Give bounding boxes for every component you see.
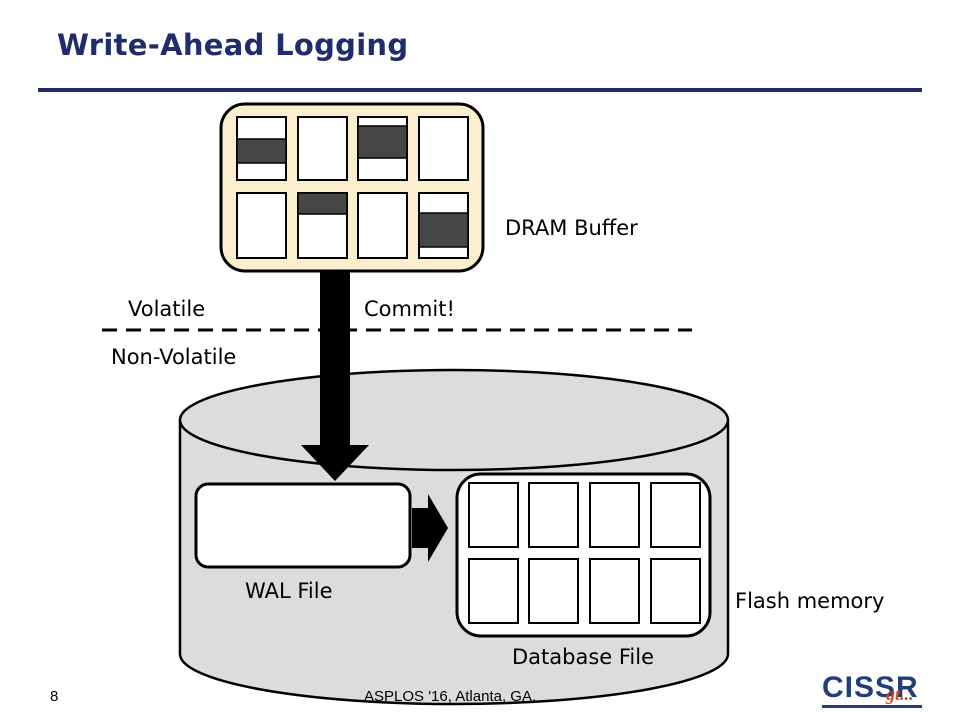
logo-mark: gt...	[886, 684, 914, 704]
wal-file	[194, 482, 412, 569]
wal-file-label: WAL File	[245, 579, 333, 603]
dram-page	[297, 192, 348, 259]
dirty-block	[297, 192, 348, 215]
dram-page	[418, 192, 469, 259]
db-page	[528, 482, 579, 548]
footer-text: ASPLOS '16, Atlanta, GA.	[364, 688, 537, 705]
db-page	[589, 558, 640, 624]
db-page	[650, 482, 701, 548]
database-file-label: Database File	[512, 645, 655, 669]
dram-buffer-label: DRAM Buffer	[505, 216, 638, 240]
commit-arrow	[301, 271, 369, 481]
commit-label: Commit!	[364, 297, 455, 321]
slide-title: Write-Ahead Logging	[57, 28, 409, 62]
dram-page	[297, 116, 348, 181]
volatile-label: Volatile	[128, 297, 206, 321]
db-page	[528, 558, 579, 624]
db-page	[589, 482, 640, 548]
dirty-block	[357, 125, 408, 159]
cissr-logo: CISSR gt...	[822, 672, 922, 714]
db-page	[650, 558, 701, 624]
logo-tagline-bar	[822, 705, 922, 708]
flash-memory-label: Flash memory	[735, 589, 885, 613]
dram-page	[357, 192, 408, 259]
dram-page	[418, 116, 469, 181]
non-volatile-label: Non-Volatile	[111, 345, 237, 369]
database-file	[455, 472, 712, 638]
title-divider	[38, 88, 922, 92]
dram-page	[236, 116, 287, 181]
dirty-block	[418, 212, 469, 248]
logo-text: CISSR	[822, 671, 919, 704]
dram-page	[357, 116, 408, 181]
dirty-block	[236, 138, 287, 164]
db-page	[468, 558, 519, 624]
dram-buffer	[219, 102, 485, 273]
checkpoint-arrow	[412, 494, 448, 562]
dram-page	[236, 192, 287, 259]
page-number: 8	[50, 688, 59, 705]
db-page	[468, 482, 519, 548]
